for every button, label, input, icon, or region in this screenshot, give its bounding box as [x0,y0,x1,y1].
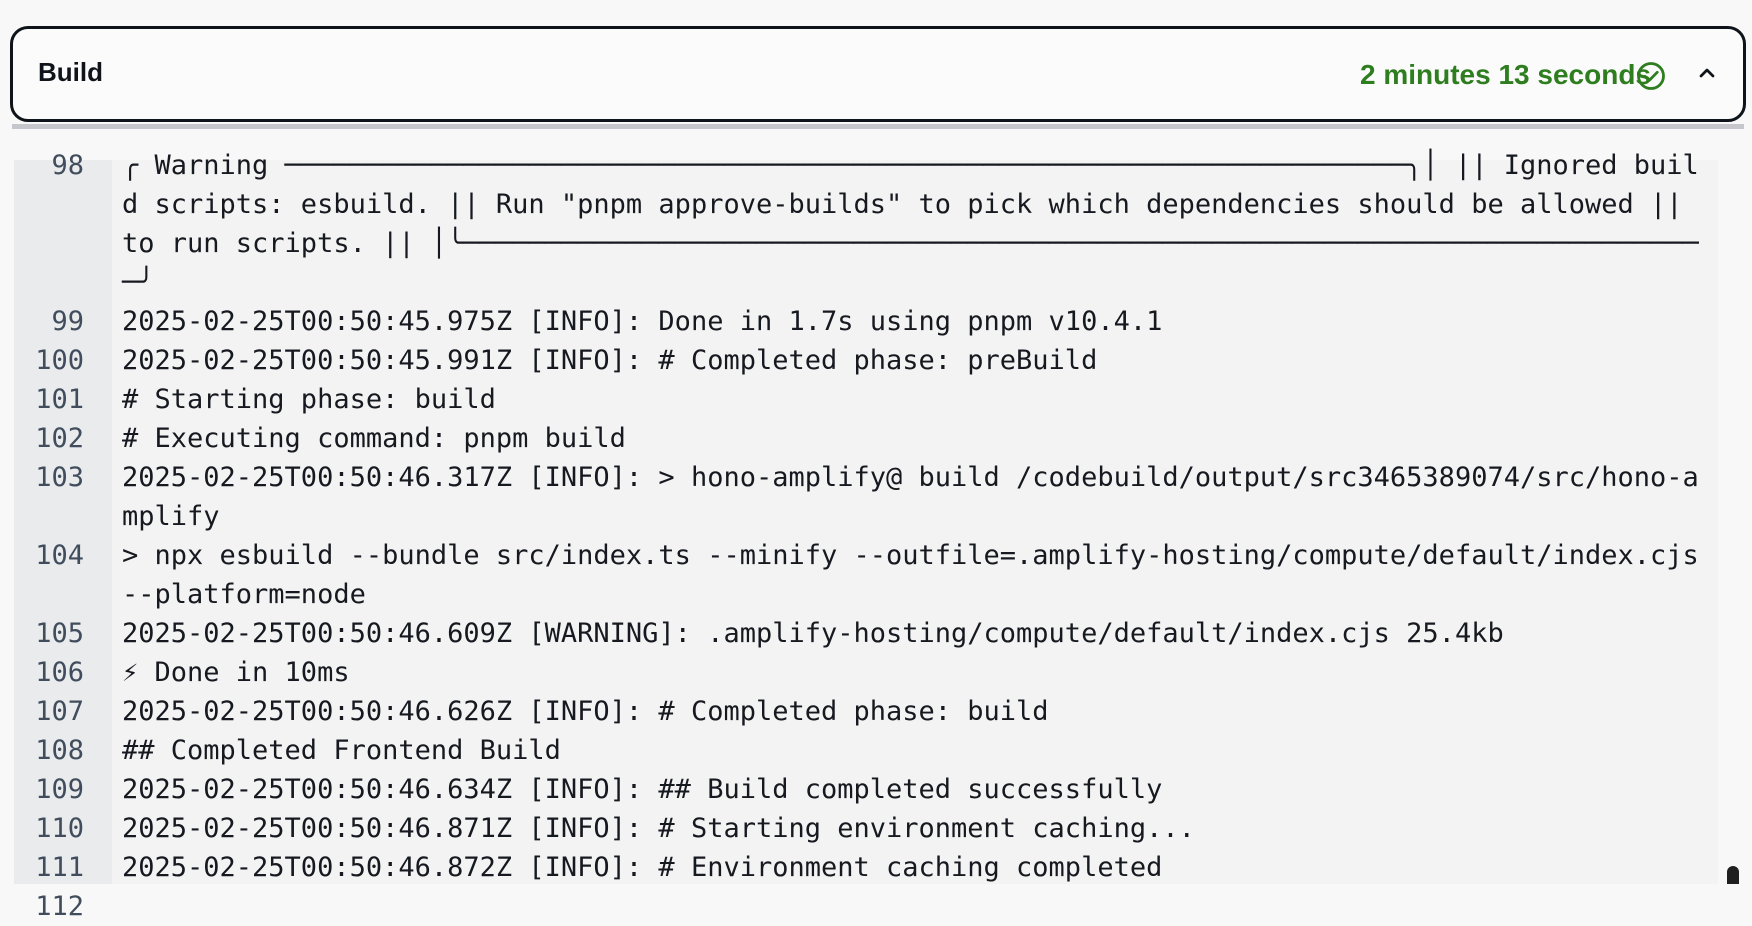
log-line-text: ## Completed Frontend Build [122,735,561,766]
build-section-header[interactable]: Build 2 minutes 13 seconds [10,26,1746,122]
log-line-text: 2025-02-25T00:50:46.317Z [INFO]: > hono-… [122,462,1699,532]
log-line: 103 2025-02-25T00:50:46.317Z [INFO]: > ho… [14,458,1718,536]
log-line-text: 2025-02-25T00:50:46.609Z [WARNING]: .amp… [122,618,1504,649]
build-duration: 2 minutes 13 seconds [1359,59,1651,90]
log-line-text: 2025-02-25T00:50:46.626Z [INFO]: # Compl… [122,696,1049,727]
log-line: 105 2025-02-25T00:50:46.609Z [WARNING]: .… [14,614,1718,653]
line-number: 106 [35,657,84,688]
log-lines[interactable]: 98 ╭ Warning ────────────────────────────… [14,146,1718,926]
log-line-text [122,887,1712,926]
log-line: 107 2025-02-25T00:50:46.626Z [INFO]: # Co… [14,692,1718,731]
section-title: Build [38,57,103,87]
log-line: 100 2025-02-25T00:50:45.991Z [INFO]: # Co… [14,341,1718,380]
line-number: 107 [35,696,84,727]
log-line: 109 2025-02-25T00:50:46.634Z [INFO]: ## B… [14,770,1718,809]
line-number: 105 [35,618,84,649]
collapse-button[interactable] [1687,53,1727,93]
log-line-text: 2025-02-25T00:50:46.634Z [INFO]: ## Buil… [122,774,1163,805]
log-line-text: 2025-02-25T00:50:45.991Z [INFO]: # Compl… [122,345,1098,376]
log-line: 99 2025-02-25T00:50:45.975Z [INFO]: Done … [14,302,1718,341]
log-line: 111 2025-02-25T00:50:46.872Z [INFO]: # En… [14,848,1718,887]
line-number: 100 [35,345,84,376]
line-number: 104 [35,540,84,571]
log-line: 101 # Starting phase: build [14,380,1718,419]
log-line: 102 # Executing command: pnpm build [14,419,1718,458]
line-number: 103 [35,462,84,493]
log-line-text: # Executing command: pnpm build [122,423,626,454]
line-number: 102 [35,423,84,454]
log-line-text: 2025-02-25T00:50:46.872Z [INFO]: # Envir… [122,852,1163,883]
log-line-text: 2025-02-25T00:50:45.975Z [INFO]: Done in… [122,306,1163,337]
log-scrollbar-track[interactable] [1718,160,1742,884]
log-line-text: ╭ Warning ──────────────────────────────… [122,150,1699,298]
log-line-text: > npx esbuild --bundle src/index.ts --mi… [122,540,1716,610]
log-line: 104 > npx esbuild --bundle src/index.ts -… [14,536,1718,614]
line-number: 108 [35,735,84,766]
log-line: 106 ⚡ Done in 10ms [14,653,1718,692]
chevron-up-icon [1699,68,1715,78]
line-number: 98 [51,150,84,181]
log-line-text: 2025-02-25T00:50:46.871Z [INFO]: # Start… [122,813,1195,844]
build-log-panel[interactable]: 98 ╭ Warning ────────────────────────────… [14,150,1718,922]
log-line: 112 [14,887,1718,926]
line-number-gutter [14,160,112,884]
log-line: 98 ╭ Warning ────────────────────────────… [14,146,1718,302]
header-divider [12,124,1744,129]
log-line-text: # Starting phase: build [122,384,496,415]
log-line: 110 2025-02-25T00:50:46.871Z [INFO]: # St… [14,809,1718,848]
log-line-text: ⚡ Done in 10ms [122,657,350,688]
log-scrollbar-thumb[interactable] [1727,866,1739,884]
line-number: 112 [35,891,84,922]
line-number: 99 [51,306,84,337]
check-circle-icon [1637,62,1665,90]
line-number: 101 [35,384,84,415]
log-line: 108 ## Completed Frontend Build [14,731,1718,770]
line-number: 110 [35,813,84,844]
line-number: 111 [35,852,84,883]
line-number: 109 [35,774,84,805]
